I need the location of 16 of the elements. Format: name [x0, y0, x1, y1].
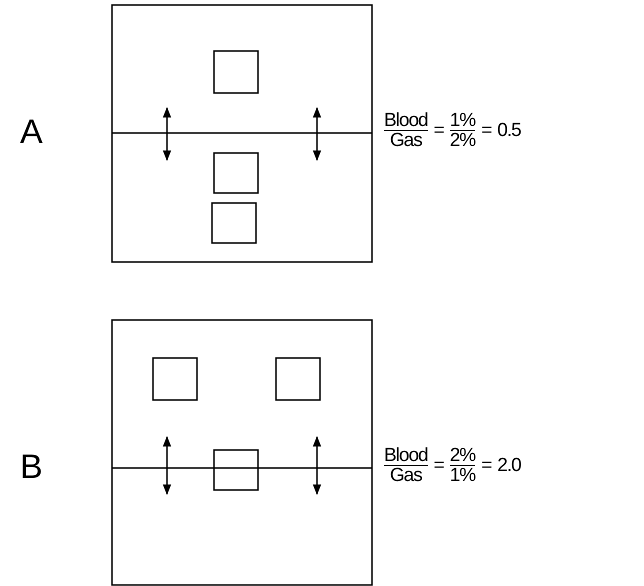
denominator: 1%	[450, 466, 476, 485]
panel-letter: B	[20, 448, 43, 486]
equals-sign: =	[481, 456, 492, 475]
denominator: Gas	[390, 131, 422, 150]
denominator: Gas	[390, 466, 422, 485]
ratio-value: 2.0	[497, 456, 521, 475]
panel-letter: A	[20, 113, 43, 151]
equals-sign: =	[434, 121, 444, 140]
ratio-value: 0.5	[497, 121, 521, 140]
numerator: 1%	[450, 111, 476, 130]
numerator: Blood	[384, 446, 428, 465]
numerator: 2%	[450, 446, 476, 465]
denominator: 2%	[450, 131, 476, 150]
equals-sign: =	[481, 121, 492, 140]
numerator: Blood	[384, 111, 428, 130]
equals-sign: =	[434, 456, 444, 475]
